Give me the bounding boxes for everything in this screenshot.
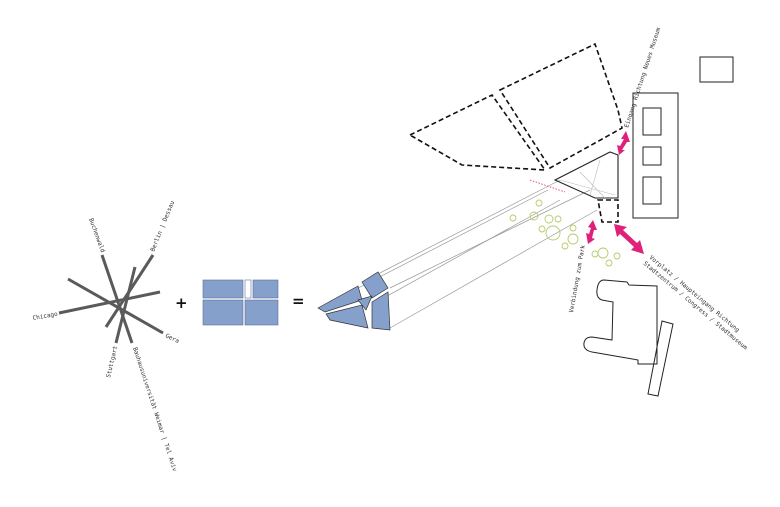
line-gera bbox=[67, 277, 164, 335]
building-neues-museum bbox=[632, 92, 679, 219]
label-stuttgart: Stuttgart bbox=[105, 345, 119, 379]
block-bottom-right bbox=[244, 299, 279, 326]
building-slim bbox=[647, 320, 674, 397]
plus-sign: + bbox=[175, 294, 188, 312]
dashed-building-right bbox=[498, 42, 623, 170]
blue-plan bbox=[317, 271, 391, 331]
building-small-top bbox=[699, 56, 734, 83]
dashed-building-small bbox=[597, 199, 619, 223]
block-top-left bbox=[202, 279, 244, 299]
magenta-arrows bbox=[586, 131, 644, 254]
label-gera: Gera bbox=[164, 332, 180, 345]
label-weimar: Bauhausuniversität Weimar | Tel Aviv bbox=[131, 346, 178, 472]
arrow-park-icon bbox=[586, 220, 597, 244]
line-buchenwald-weimar bbox=[100, 254, 134, 344]
courtyard bbox=[553, 151, 619, 199]
label-park: Verbindung zum Park bbox=[568, 244, 587, 313]
building-h-shape bbox=[583, 279, 658, 365]
bauhaus-star bbox=[58, 254, 164, 344]
block-top-right bbox=[252, 279, 279, 299]
block-bottom-left bbox=[202, 299, 244, 326]
blue-blocks bbox=[202, 279, 279, 326]
dashed-buildings bbox=[408, 42, 623, 223]
dashed-building-left bbox=[408, 93, 547, 171]
label-buchenwald: Buchenwald bbox=[87, 217, 106, 254]
arrow-museum-icon bbox=[617, 131, 630, 155]
equals-sign: = bbox=[292, 292, 305, 310]
line-stuttgart bbox=[114, 266, 137, 344]
label-chicago: Chicago bbox=[32, 311, 58, 322]
label-vorplatz-2: Stadtzentrum / Congress / Stadtmuseum bbox=[642, 260, 749, 352]
arrow-vorplatz-icon bbox=[614, 224, 644, 254]
label-berlin: Berlin | Dessau bbox=[149, 200, 176, 253]
existing-buildings bbox=[583, 56, 734, 397]
trees bbox=[509, 199, 621, 267]
pink-dotted-axis bbox=[529, 179, 566, 193]
block-top-slim bbox=[244, 279, 252, 299]
